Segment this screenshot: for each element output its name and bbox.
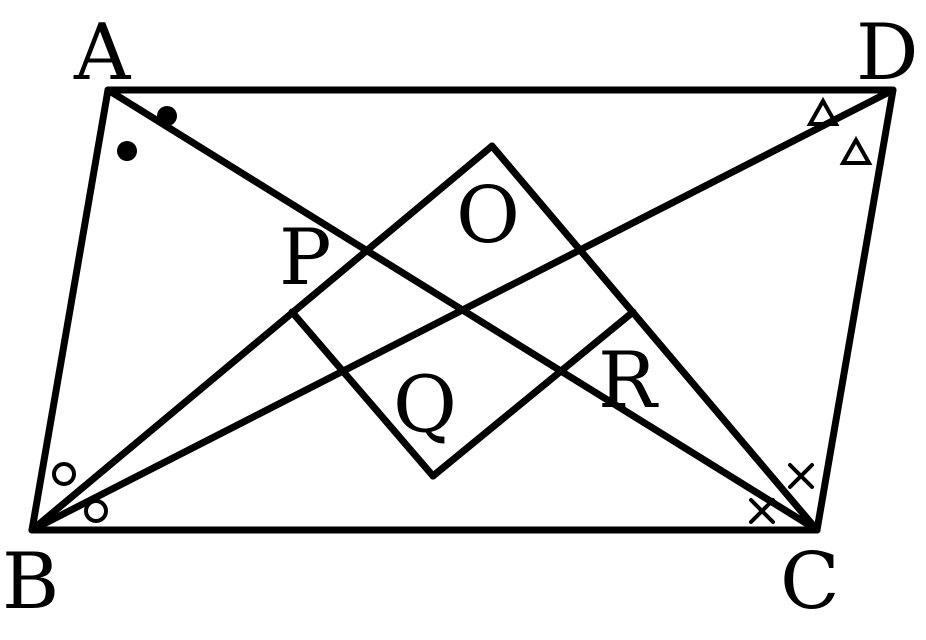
segment-p-q <box>288 308 437 480</box>
vertex-label-b: B <box>2 537 59 627</box>
angle-mark-a-1 <box>157 106 177 126</box>
angle-mark-b-2 <box>84 499 108 523</box>
angle-mark-c-1 <box>749 498 775 524</box>
point-label-r: R <box>598 336 659 426</box>
angle-mark-d-2 <box>839 135 873 165</box>
vertex-label-a: A <box>73 8 132 98</box>
angle-mark-b-1 <box>52 462 76 486</box>
angle-mark-d-1 <box>806 96 840 126</box>
point-label-q: Q <box>393 360 457 450</box>
point-label-p: P <box>279 213 331 303</box>
segment-b-d <box>28 86 897 534</box>
segment-o-c <box>488 142 821 534</box>
vertex-label-c: C <box>780 537 840 627</box>
segment-b-o <box>28 142 496 534</box>
angle-mark-c-2 <box>788 463 814 489</box>
vertex-label-d: D <box>856 8 919 98</box>
point-label-o: O <box>456 171 520 261</box>
angle-mark-a-2 <box>117 141 137 161</box>
segment-q-r <box>429 308 637 480</box>
